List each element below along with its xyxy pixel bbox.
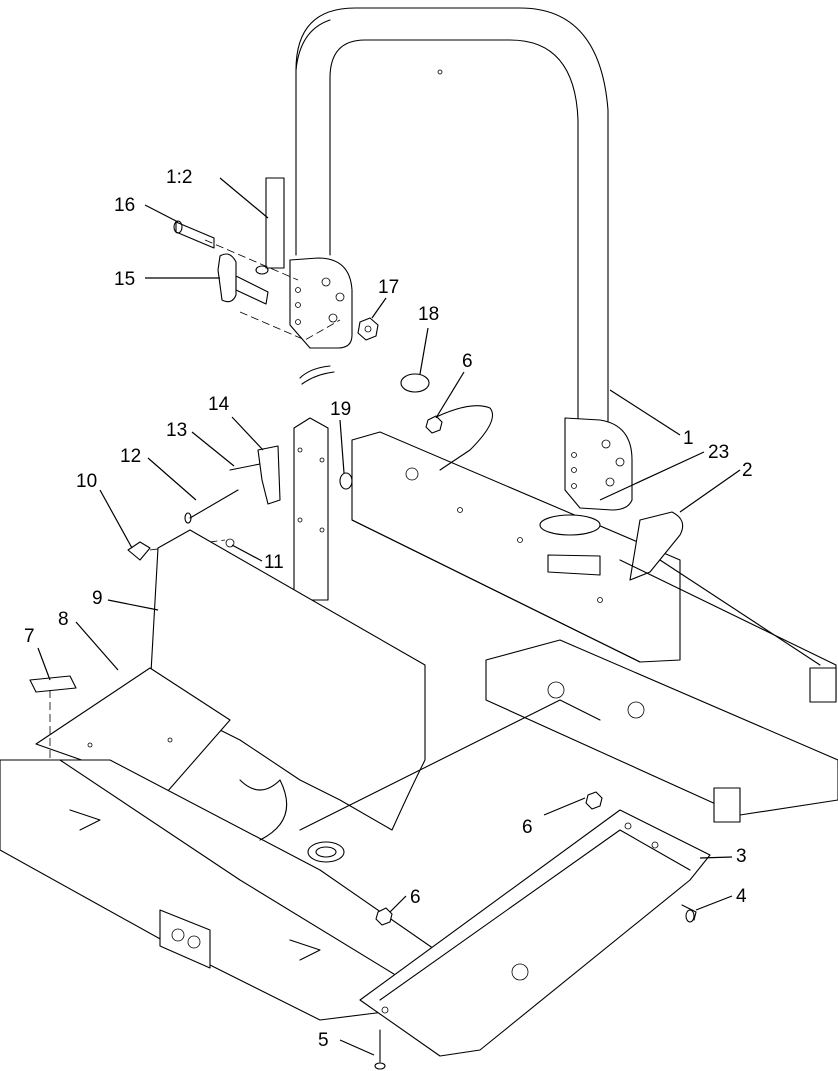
small-hardware	[127, 445, 281, 561]
skid-plate	[359, 809, 711, 1057]
roll-bar	[289, 7, 633, 511]
decal-strip	[265, 177, 285, 269]
callout-5: 5	[318, 1030, 329, 1051]
floor-panel	[29, 667, 231, 820]
callout-19: 19	[330, 399, 351, 420]
callout-8: 8	[58, 609, 69, 630]
callout-18: 18	[418, 304, 439, 325]
hardware-pins	[173, 220, 379, 385]
callout-7: 7	[24, 626, 35, 647]
callout-1: 1	[683, 428, 694, 449]
callout-9: 9	[92, 588, 103, 609]
side-rail	[485, 559, 838, 823]
callout-3: 3	[736, 846, 747, 867]
washer	[339, 472, 353, 490]
callout-2: 2	[742, 460, 753, 481]
callout-16: 16	[114, 195, 135, 216]
callout-12: 12	[120, 446, 141, 467]
callout-11: 11	[264, 552, 284, 573]
callout-10: 10	[76, 471, 97, 492]
leader-lines	[37, 177, 741, 1056]
callout-17: 17	[378, 277, 399, 298]
callout-6-bottom: 6	[410, 887, 421, 908]
callout-4: 4	[736, 886, 747, 907]
main-frame	[0, 699, 601, 1021]
cap	[400, 373, 430, 393]
callout-15: 15	[114, 269, 135, 290]
shield	[149, 529, 426, 831]
callout-13: 13	[166, 420, 187, 441]
callout-23: 23	[708, 442, 729, 463]
upper-frame	[351, 431, 681, 663]
fasteners	[374, 415, 697, 1070]
callout-labels: 1:2 16 15 17 18 6 19 14 13 12 10 11 9 8 …	[24, 167, 753, 1051]
callout-1-2: 1:2	[166, 167, 192, 188]
callout-6-top: 6	[462, 351, 473, 372]
callout-6-right: 6	[522, 817, 533, 838]
frame-post	[293, 417, 329, 601]
callout-14: 14	[208, 394, 230, 415]
